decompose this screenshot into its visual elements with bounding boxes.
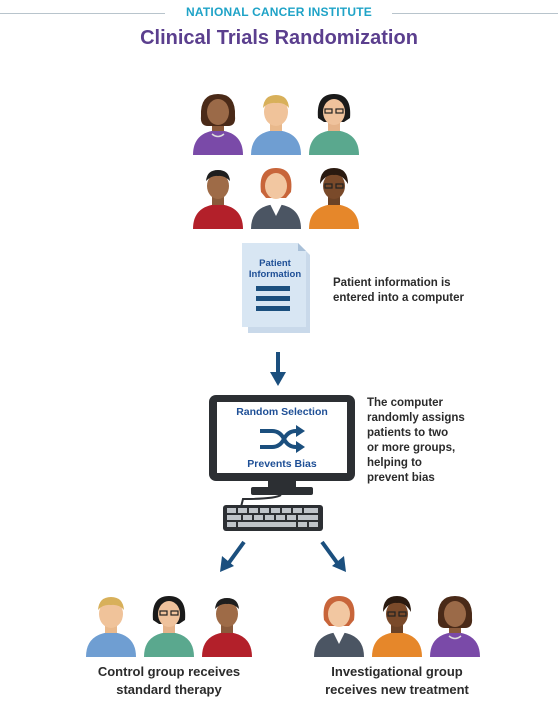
patient-icon (202, 598, 252, 657)
patient-icon (251, 168, 301, 229)
caption-line: Investigational group (331, 664, 463, 679)
patient-icon (144, 596, 194, 657)
organization-name: NATIONAL CANCER INSTITUTE (0, 5, 558, 19)
caption-line: Control group receives (97, 664, 241, 679)
header-rule-right (392, 13, 558, 14)
patient-icon (309, 94, 359, 155)
investigational-group-caption: Investigational group receives new treat… (292, 663, 502, 699)
document-label: Patient Information (242, 258, 308, 280)
arrow-down-icon (270, 352, 286, 386)
caption-line: receives new treatment (325, 682, 469, 697)
control-group-caption: Control group receives standard therapy (64, 663, 274, 699)
description-line: patients to two (367, 427, 449, 439)
patient-icon (309, 168, 359, 229)
arrow-down-left-icon (220, 540, 246, 572)
patient-icon (314, 596, 364, 657)
patient-icon (430, 596, 480, 657)
investigational-group-patients (314, 596, 480, 657)
arrow-down-right-icon (320, 540, 346, 572)
caption-line: standard therapy (116, 682, 222, 697)
description-line: Patient information is (333, 277, 451, 289)
description-line: or more groups, (367, 442, 456, 454)
description-line: helping to (367, 457, 422, 469)
screen-bottom-label: Prevents Bias (247, 458, 317, 470)
patient-information-document-icon (242, 243, 310, 333)
patient-icon (251, 95, 301, 155)
screen-top-label: Random Selection (236, 406, 328, 418)
description-line: entered into a computer (333, 292, 464, 304)
header-rule-left (0, 13, 165, 14)
document-label-line: Patient (259, 258, 291, 269)
document-label-line: Information (248, 269, 302, 280)
description-line: randomly assigns (367, 412, 465, 424)
shuffle-icon (260, 425, 305, 453)
patient-group-top (193, 94, 359, 229)
computer-description: The computer randomly assigns patients t… (367, 396, 517, 486)
description-line: The computer (367, 397, 444, 409)
control-group-patients (86, 596, 252, 657)
patient-icon (193, 170, 243, 229)
patient-icon (193, 94, 243, 155)
description-line: prevent bias (367, 472, 435, 484)
page-title: Clinical Trials Randomization (140, 27, 418, 49)
patient-info-description: Patient information is entered into a co… (333, 276, 513, 306)
patient-icon (86, 597, 136, 657)
patient-icon (372, 596, 422, 657)
